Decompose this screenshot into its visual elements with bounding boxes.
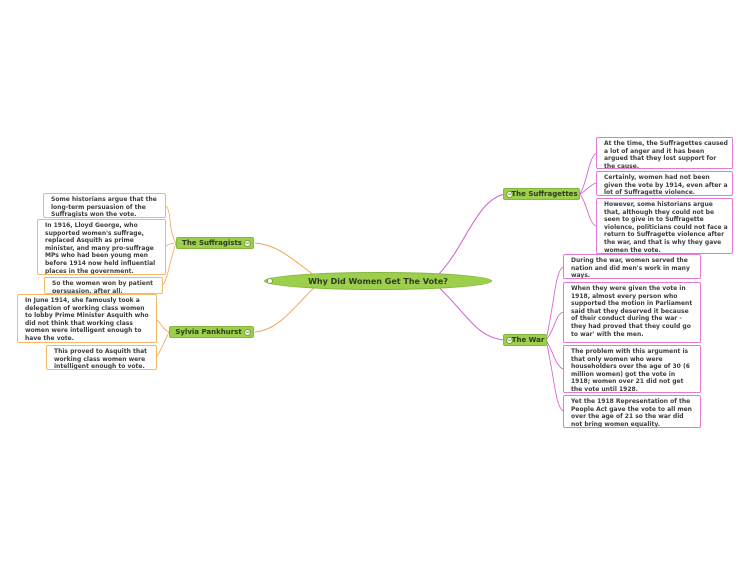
link-suffragists-note-3 [162, 242, 177, 286]
collapse-toggle-icon[interactable]: − [244, 328, 251, 336]
link-pankhurst-note-2 [156, 331, 170, 357]
branch-label: Sylvia Pankhurst [175, 328, 242, 336]
note-text: This proved to Asquith that working clas… [54, 348, 148, 370]
note-pankhurst-2[interactable]: This proved to Asquith that working clas… [46, 345, 157, 370]
branch-war[interactable]: − The War [503, 334, 547, 346]
central-topic[interactable]: Why Did Women Get The Vote? [264, 272, 492, 290]
note-text: Certainly, women had not been given the … [604, 174, 728, 196]
link-central-suffragists [254, 242, 319, 279]
note-suffragettes-2[interactable]: Certainly, women had not been given the … [596, 171, 733, 196]
link-suffragists-note-2 [165, 242, 177, 247]
link-suffragettes-note-2 [579, 182, 597, 195]
link-war-note-4 [545, 339, 564, 412]
central-topic-label: Why Did Women Get The Vote? [308, 276, 448, 286]
link-war-note-3 [545, 339, 564, 370]
note-war-3[interactable]: The problem with this argument is that o… [563, 345, 701, 393]
branch-label: The Suffragettes [511, 190, 578, 198]
link-central-war [434, 283, 506, 341]
link-suffragists-note-1 [165, 205, 177, 244]
note-text: In 1916, Lloyd George, who supported wom… [45, 222, 156, 275]
collapse-icon[interactable] [267, 278, 273, 284]
branch-label: The Suffragists [182, 239, 242, 247]
link-war-note-1 [545, 266, 564, 341]
link-pankhurst-note-1 [156, 319, 170, 333]
note-text: Some historians argue that the long-term… [51, 196, 157, 218]
note-suffragists-1[interactable]: Some historians argue that the long-term… [43, 193, 166, 218]
note-text: Yet the 1918 Representation of the Peopl… [571, 398, 692, 428]
note-war-4[interactable]: Yet the 1918 Representation of the Peopl… [563, 395, 701, 428]
branch-suffragettes[interactable]: − The Suffragettes [503, 188, 580, 200]
collapse-toggle-icon[interactable]: − [506, 190, 513, 198]
collapse-toggle-icon[interactable]: − [506, 336, 513, 344]
link-central-suffragettes [434, 193, 506, 279]
note-text: However, some historians argue that, alt… [604, 201, 728, 254]
link-war-note-2 [545, 311, 564, 341]
note-suffragists-2[interactable]: In 1916, Lloyd George, who supported wom… [37, 219, 166, 275]
note-text: In June 1914, she famously took a delega… [25, 297, 149, 342]
note-war-1[interactable]: During the war, women served the nation … [563, 254, 701, 279]
note-text: So the women won by patient persuasion, … [52, 280, 153, 294]
note-suffragists-3[interactable]: So the women won by patient persuasion, … [44, 277, 163, 294]
note-text: During the war, women served the nation … [571, 257, 690, 279]
note-war-2[interactable]: When they were given the vote in 1918, a… [563, 282, 701, 343]
collapse-toggle-icon[interactable]: − [244, 239, 251, 247]
link-suffragettes-note-3 [579, 193, 597, 227]
note-text: When they were given the vote in 1918, a… [571, 285, 693, 338]
note-suffragettes-3[interactable]: However, some historians argue that, alt… [596, 198, 733, 254]
link-central-pankhurst [254, 283, 319, 333]
note-text: The problem with this argument is that o… [571, 348, 690, 393]
branch-label: The War [511, 336, 545, 344]
note-pankhurst-1[interactable]: In June 1914, she famously took a delega… [17, 294, 157, 343]
branch-pankhurst[interactable]: Sylvia Pankhurst − [169, 326, 254, 338]
note-text: At the time, the Suffragettes caused a l… [604, 140, 728, 169]
note-suffragettes-1[interactable]: At the time, the Suffragettes caused a l… [596, 137, 733, 169]
branch-suffragists[interactable]: The Suffragists − [176, 237, 254, 249]
link-suffragettes-note-1 [579, 152, 597, 195]
